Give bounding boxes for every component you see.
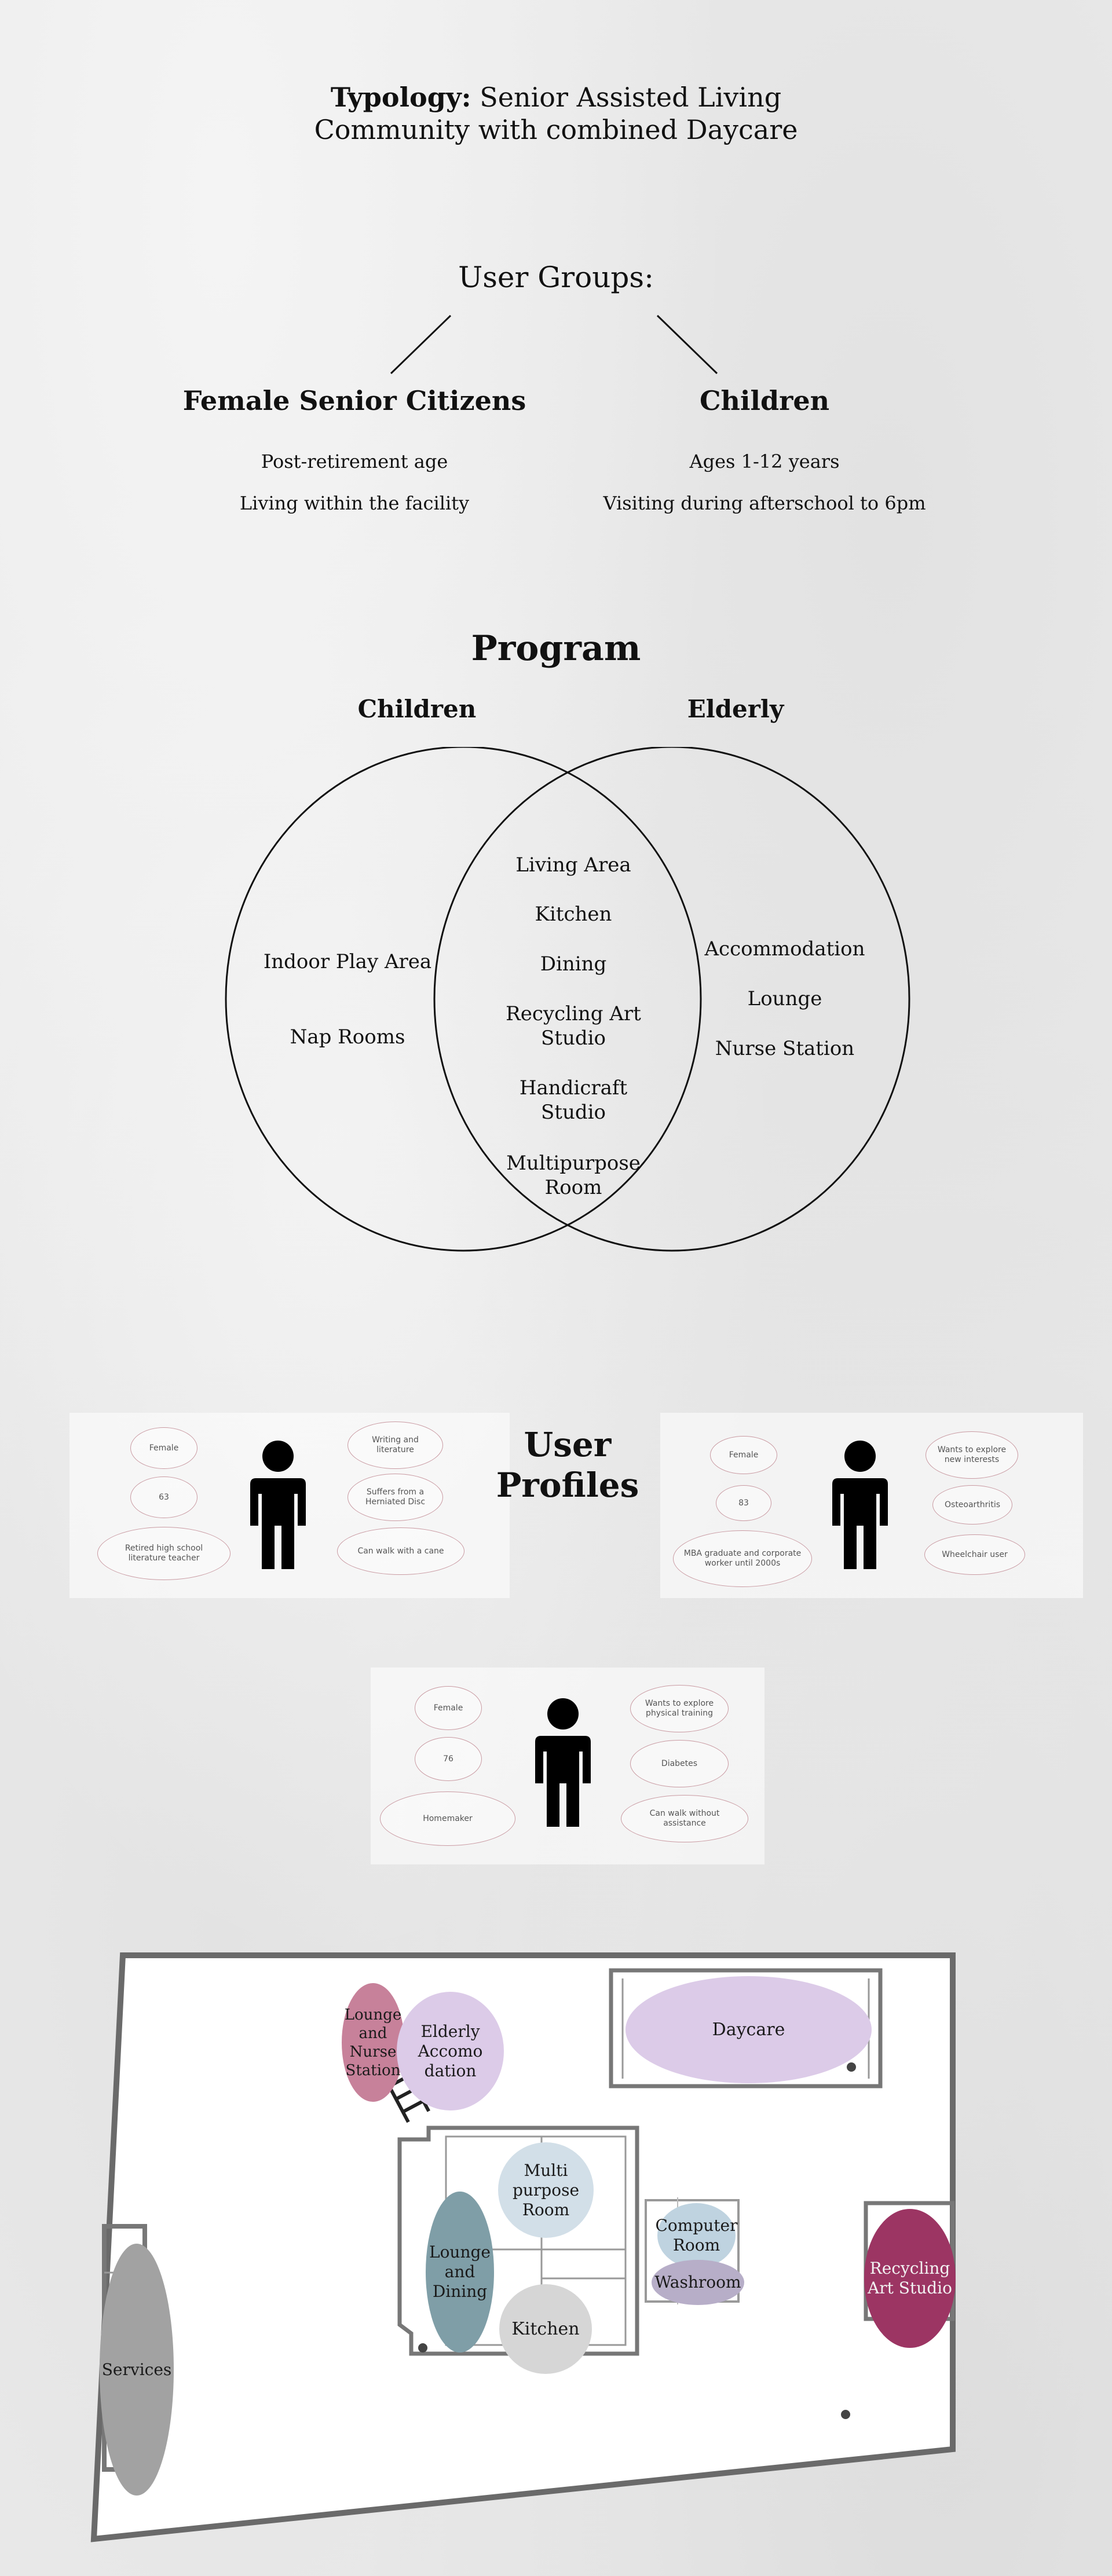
profile-2-mobility: Wheelchair user [924,1534,1025,1575]
group-title-seniors: Female Senior Citizens [182,385,526,416]
profile-2-condition: Osteoarthritis [932,1485,1012,1525]
zone-recycling-art-studio: Recycling Art Studio [864,2209,956,2348]
floor-plan: Lounge and Nurse Station Elderly Accomo … [87,1948,956,2545]
profile-2-occupation: MBA graduate and corporate worker until … [673,1530,812,1587]
user-profiles-title-line-2: Profiles [496,1465,639,1505]
person-icon [535,1698,591,1827]
profile-2-interest: Wants to explore new interests [926,1431,1018,1479]
typology-line-1: Senior Assisted Living [480,82,782,113]
venn-diagram [225,747,910,1252]
profile-2-age: 83 [716,1485,771,1521]
profile-1-condition: Suffers from a Herniated Disc [348,1474,443,1521]
group-children-line-2: Visiting during afterschool to 6pm [603,492,926,514]
typology-title: Typology: Senior Assisted Living Communi… [209,81,904,146]
profile-1-interest: Writing and literature [348,1421,443,1469]
zone-computer-room: Computer Room [656,2203,738,2268]
venn-item-multipurpose: Multipurpose Room [506,1152,641,1199]
typology-line-2: Community with combined Daycare [314,114,798,145]
zone-services: Services [100,2244,174,2496]
group-children-line-1: Ages 1-12 years [689,450,840,472]
venn-label-elderly: Elderly [687,695,784,723]
user-groups-title: User Groups: [458,261,654,294]
venn-item-handicraft: Handicraft Studio [519,1076,628,1124]
zone-kitchen: Kitchen [499,2284,592,2374]
profile-3-gender: Female [415,1686,482,1730]
venn-item-dining: Dining [540,952,607,976]
group-seniors-line-1: Post-retirement age [261,450,448,472]
zone-lounge-dining: Lounge and Dining [426,2192,494,2353]
zone-elderly-accommodation: Elderly Accomo dation [397,1992,504,2110]
profile-1-age: 63 [130,1476,197,1518]
profile-3-age: 76 [415,1737,482,1781]
profile-3-interest: Wants to explore physical training [630,1685,729,1732]
profile-1-mobility: Can walk with a cane [337,1527,464,1575]
venn-item-indoor-play: Indoor Play Area [263,950,432,973]
venn-item-nurse-station: Nurse Station [715,1037,855,1060]
person-icon [832,1441,888,1569]
venn-item-nap-rooms: Nap Rooms [290,1025,405,1049]
profile-2-gender: Female [710,1436,777,1474]
user-profiles-title-line-1: User [524,1425,612,1464]
venn-item-living-area: Living Area [515,853,631,877]
person-icon [250,1441,306,1569]
zone-multipurpose-room: Multi purpose Room [498,2142,594,2238]
group-seniors-line-2: Living within the facility [239,492,470,514]
venn-item-accommodation: Accommodation [704,937,865,961]
typology-label: Typology: [330,82,471,113]
user-groups-connector-lines [390,314,718,375]
program-title: Program [471,628,641,669]
user-profiles-title: User Profiles [475,1424,660,1505]
profile-3-condition: Diabetes [630,1740,729,1787]
venn-label-children: Children [357,695,477,723]
zone-daycare: Daycare [626,1976,872,2083]
group-title-children: Children [699,385,830,416]
profile-1-gender: Female [130,1427,197,1469]
zone-lounge-nurse-station: Lounge and Nurse Station [342,1983,404,2102]
profile-3-mobility: Can walk without assistance [621,1795,748,1842]
venn-item-recycling-art: Recycling Art Studio [506,1002,641,1050]
profile-3-occupation: Homemaker [380,1791,515,1846]
zone-washroom: Washroom [652,2260,744,2305]
venn-item-kitchen: Kitchen [535,903,612,926]
profile-1-occupation: Retired high school literature teacher [97,1527,231,1580]
venn-circle-children [225,747,702,1252]
venn-item-lounge: Lounge [747,987,822,1010]
venn-circle-elderly [433,747,910,1252]
